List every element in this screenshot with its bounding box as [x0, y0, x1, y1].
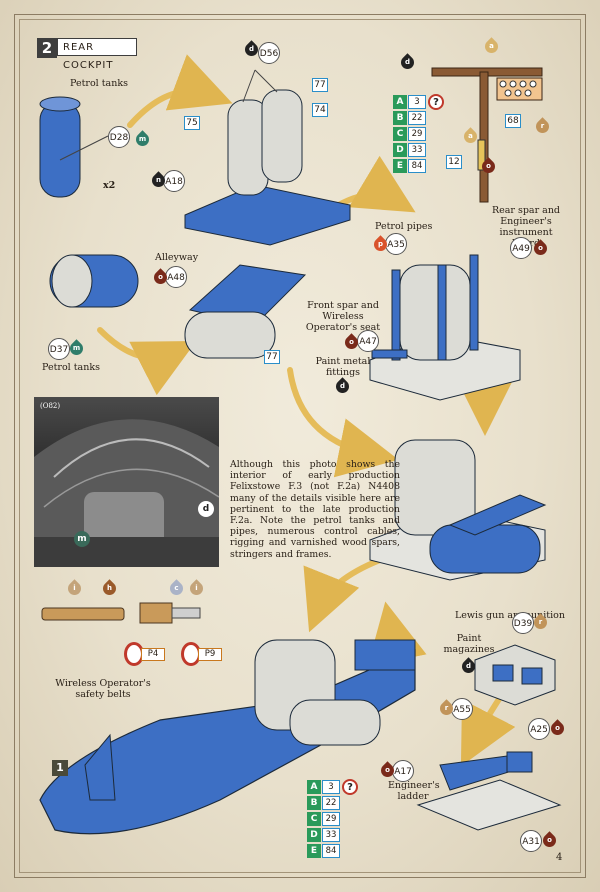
petrol-tank-horizontal — [49, 254, 139, 308]
label-x2: x2 — [103, 180, 116, 191]
label-lewis-ammo: Lewis gun ammunition — [455, 610, 565, 621]
flow-arrows — [97, 54, 516, 767]
paint-drop-icon: d — [333, 377, 352, 396]
ladder-assembly — [416, 751, 562, 831]
paint-drop-icon: d — [242, 40, 261, 59]
part-a35: A35 — [385, 233, 407, 255]
paint-drop-icon: i — [65, 579, 84, 598]
page-number: 4 — [556, 852, 563, 863]
label-alleyway: Alleyway — [155, 252, 199, 263]
question-mark-icon: ? — [342, 779, 358, 795]
box-12: 12 — [446, 155, 462, 169]
outer-frame — [14, 14, 586, 878]
question-mark-icon: ? — [428, 94, 444, 110]
part-a47: A47 — [357, 330, 379, 352]
photo-callout: m — [74, 531, 90, 547]
part-d56: D56 — [258, 42, 280, 64]
box-77-b: 77 — [264, 350, 280, 364]
paint-drop-icon: c — [167, 579, 186, 598]
part-d39: D39 — [512, 612, 534, 634]
alleyway-assembly — [184, 264, 307, 359]
paint-drop-icon: p — [371, 235, 390, 254]
paint-drop-icon: a — [482, 37, 501, 56]
box-74: 74 — [312, 103, 328, 117]
paint-drop-icon: o — [479, 157, 498, 176]
label-petrol-tanks-2: Petrol tanks — [42, 362, 100, 373]
label-petrol-pipes: Petrol pipes — [375, 221, 433, 232]
label-paint-magazines: Paint magazines — [443, 633, 495, 655]
paint-drop-icon: r — [533, 117, 552, 136]
paint-drop-icon: r — [437, 699, 456, 718]
paint-drop-icon: d — [398, 53, 417, 72]
paint-drop-icon: a — [461, 127, 480, 146]
paint-drop-icon: d — [459, 657, 478, 676]
spar-parts — [431, 67, 543, 203]
paint-drop-icon: r — [531, 613, 550, 632]
part-a18: A18 — [163, 170, 185, 192]
paint-drop-icon: m — [133, 130, 152, 149]
box-68: 68 — [505, 114, 521, 128]
box-75: 75 — [184, 116, 200, 130]
safety-belts — [41, 602, 201, 624]
ammo-assembly — [474, 644, 556, 706]
part-a49: A49 — [510, 237, 532, 259]
label-petrol-tanks: Petrol tanks — [70, 78, 128, 89]
paint-drop-icon: h — [100, 579, 119, 598]
photo-reference: (O82) — [40, 402, 61, 410]
part-p4: P4 — [141, 648, 165, 661]
part-a17: A17 — [392, 760, 414, 782]
paint-drop-icon: n — [149, 171, 168, 190]
paint-drop-icon: o — [378, 761, 397, 780]
part-a25: A25 — [528, 718, 550, 740]
part-a31: A31 — [520, 830, 542, 852]
hull-section — [39, 639, 416, 835]
box-77: 77 — [312, 78, 328, 92]
paint-drop-icon: o — [151, 268, 170, 287]
reference-photo: (O82) d m — [34, 397, 219, 567]
photo-detail — [34, 419, 219, 567]
label-wireless-belts: Wireless Operator's safety belts — [55, 678, 151, 700]
paint-drop-icon: i — [187, 579, 206, 598]
label-front-spar: Front spar and Wireless Operator's seat — [305, 300, 381, 333]
part-a55: A55 — [451, 698, 473, 720]
photo-callout: d — [198, 501, 214, 517]
label-paint-metal: Paint metal fittings — [315, 356, 371, 378]
part-d28: D28 — [108, 126, 130, 148]
step-number: 2 — [37, 38, 57, 58]
photo-caption: Although this photo shows the interior o… — [230, 459, 400, 560]
part-p9: P9 — [198, 648, 222, 661]
twin-tank-assembly — [184, 69, 351, 246]
inner-frame — [19, 19, 581, 873]
paint-drop-icon: o — [548, 719, 567, 738]
combined-assembly — [369, 439, 547, 581]
part-d37: D37 — [48, 338, 70, 360]
label-engineers-ladder: Engineer's ladder — [388, 780, 440, 802]
sub-step-marker: 1 — [52, 760, 68, 776]
pipes-spar-assembly — [369, 254, 521, 401]
paint-drop-icon: o — [342, 333, 361, 352]
paint-drop-icon: o — [540, 831, 559, 850]
petrol-tank-upright — [39, 96, 109, 198]
paint-drop-icon: m — [67, 339, 86, 358]
paint-drop-icon: o — [531, 239, 550, 258]
step-title: Rear cockpit — [57, 38, 137, 71]
part-a48: A48 — [165, 266, 187, 288]
